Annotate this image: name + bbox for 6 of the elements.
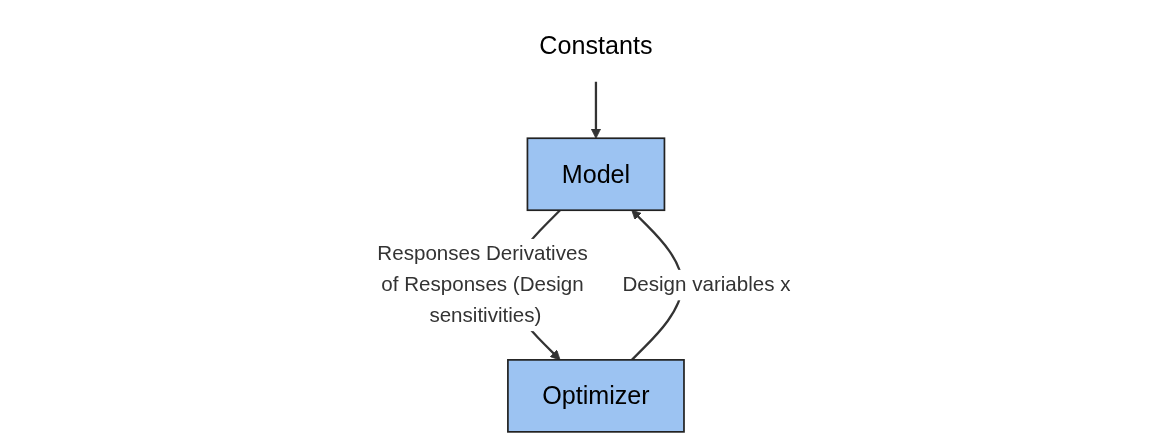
edge-label: Responses Derivatives of Responses (Design sensitivities) xyxy=(377,242,588,327)
edge-label: Design variables x xyxy=(622,273,791,296)
node-box: Optimizer xyxy=(506,359,685,433)
node-text: Constants xyxy=(539,30,653,60)
arrow xyxy=(590,81,601,139)
node-box: Model xyxy=(526,137,665,212)
